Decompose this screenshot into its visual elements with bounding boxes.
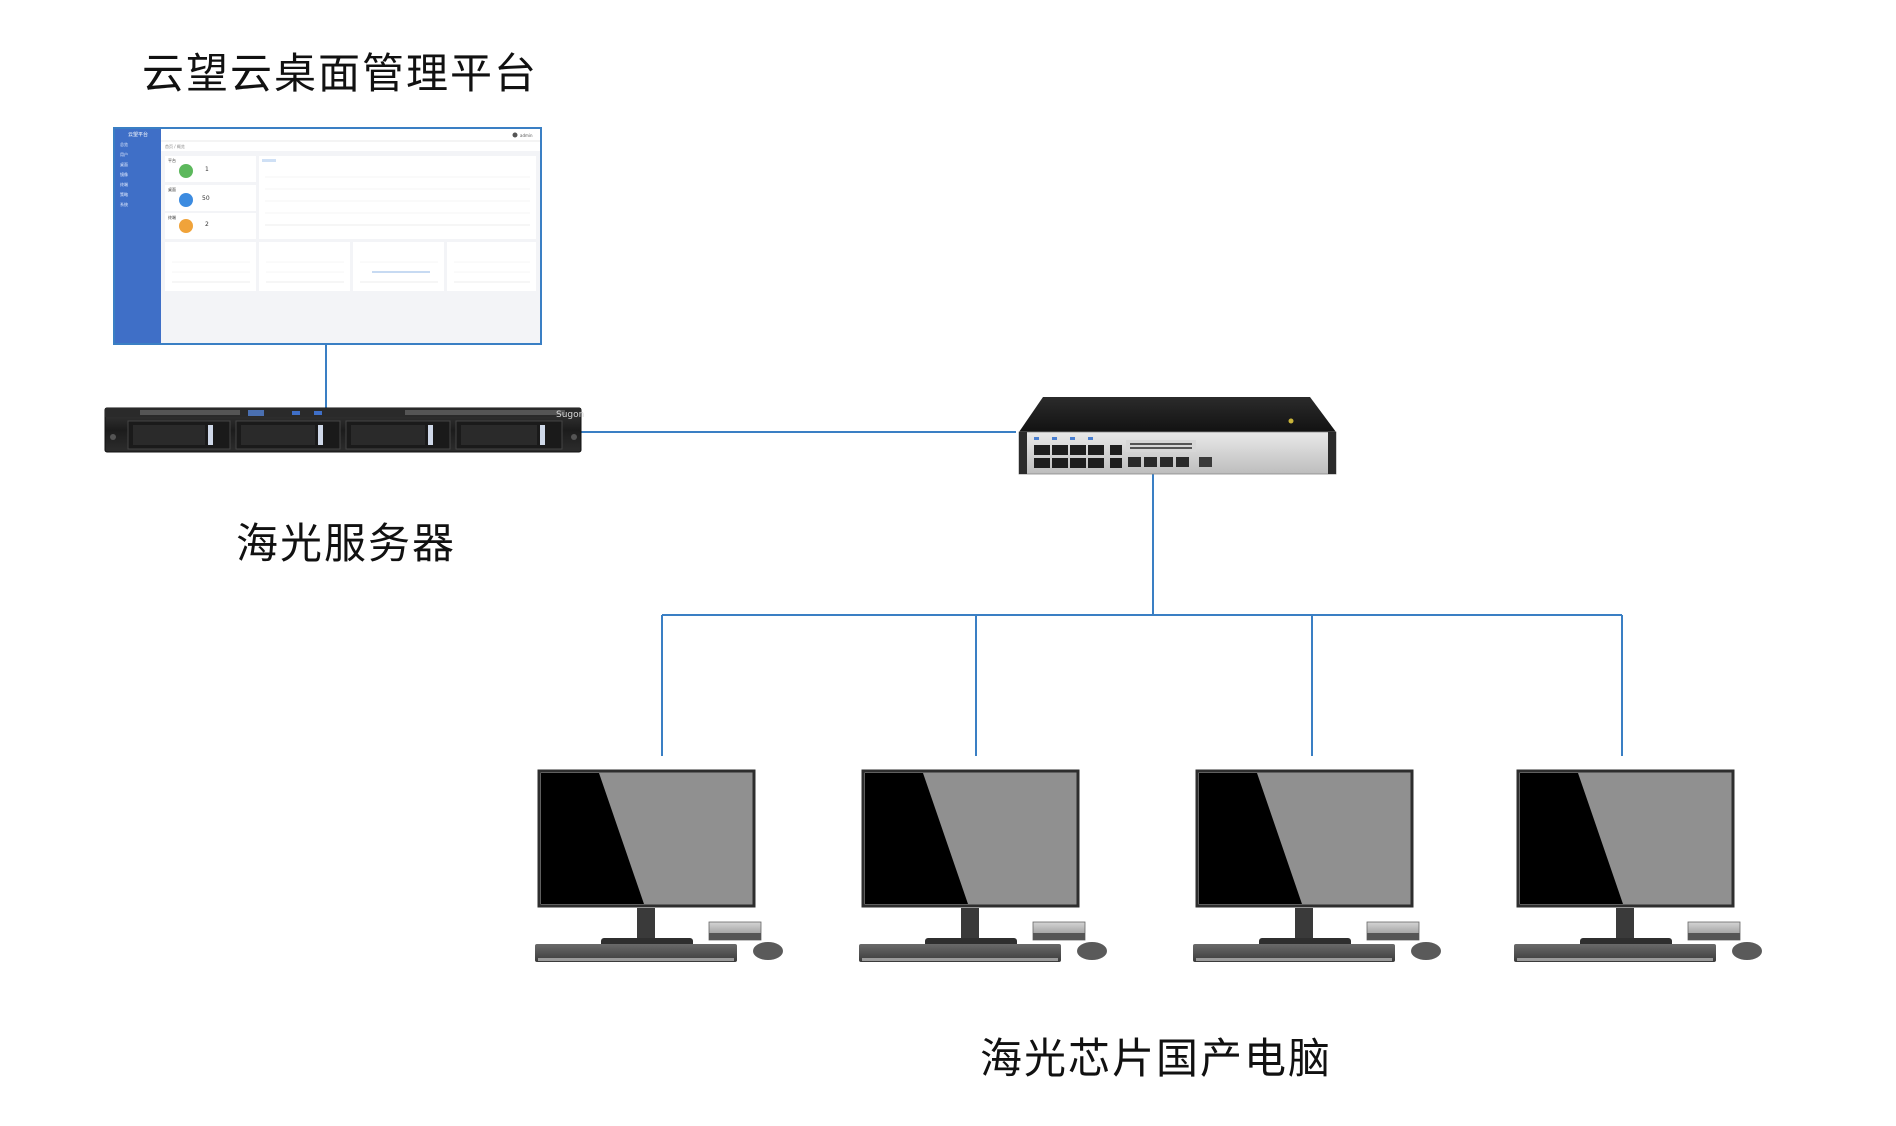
mini-pc-icon: [1032, 921, 1086, 941]
sidebar-item: 镜像: [120, 171, 128, 177]
server-caption: 海光服务器: [236, 519, 457, 568]
uplink-port-block: [1110, 445, 1122, 468]
mini-pc-icon: [1366, 921, 1420, 941]
keyboard-icon: [1514, 944, 1716, 962]
platform-user: admin: [520, 133, 533, 138]
vga-port-icon: [248, 410, 264, 416]
desktop-icon: [179, 193, 193, 207]
overview-chart-panel: [259, 156, 536, 239]
platform-sidebar: [115, 129, 161, 343]
status-led-grid: [1126, 440, 1196, 452]
drive-bay: [345, 420, 451, 450]
stat-card: 桌面 50: [165, 185, 256, 211]
mini-chart-panel: [447, 242, 536, 291]
mini-chart-panel: [353, 242, 444, 291]
mouse-icon: [753, 942, 783, 960]
mouse-icon: [1732, 942, 1762, 960]
sidebar-title: 云望平台: [128, 131, 148, 138]
connection-lines: [325, 345, 1623, 756]
svg-text:2: 2: [205, 221, 209, 228]
stat-card: 平台 1: [165, 156, 256, 182]
keyboard-icon: [859, 944, 1061, 962]
mouse-icon: [1411, 942, 1441, 960]
monitor-stand: [961, 908, 979, 940]
sidebar-item: 策略: [120, 191, 128, 197]
sidebar-item: 终端: [120, 181, 128, 187]
mini-pc-icon: [1687, 921, 1741, 941]
sidebar-item: 用户: [120, 151, 128, 157]
desktop-pc: [1514, 769, 1762, 962]
monitor-stand: [1295, 908, 1313, 940]
terminal-icon: [179, 219, 193, 233]
network-switch: [1018, 397, 1337, 475]
keyboard-icon: [1193, 944, 1395, 962]
keyboard-icon: [535, 944, 737, 962]
platform-caption: 云望云桌面管理平台: [142, 49, 539, 98]
rack-ear-screw: [110, 434, 116, 440]
mini-chart-panel: [165, 242, 256, 291]
drive-bay: [127, 420, 231, 450]
sidebar-item: 系统: [120, 201, 128, 207]
sfp-port-block: [1128, 457, 1189, 467]
drive-bay: [455, 420, 563, 450]
desktop-pc: [535, 769, 783, 962]
ethernet-port-block: [1034, 445, 1104, 468]
cloud-icon: [179, 164, 193, 178]
server-brand: Sugon: [556, 410, 584, 420]
svg-text:平台: 平台: [168, 157, 176, 163]
svg-text:桌面: 桌面: [168, 186, 176, 192]
drive-bay: [235, 420, 341, 450]
clients-caption: 海光芯片国产电脑: [980, 1034, 1333, 1083]
svg-text:50: 50: [202, 195, 210, 202]
mini-chart-panel: [259, 242, 350, 291]
sidebar-item: 总览: [120, 141, 128, 147]
console-port-icon: [1199, 457, 1212, 467]
sidebar-item: 桌面: [120, 161, 128, 167]
mouse-icon: [1077, 942, 1107, 960]
platform-screenshot: 云望平台 总览 用户 桌面 镜像 终端 策略 系统 admin 首页 / 概览 …: [113, 127, 542, 345]
desktop-pc: [1193, 769, 1441, 962]
stat-card: 终端 2: [165, 213, 256, 239]
power-led-icon: [1288, 418, 1294, 424]
platform-breadcrumb: 首页 / 概览: [165, 143, 185, 149]
monitor-stand: [637, 908, 655, 940]
rack-ear-screw: [571, 434, 577, 440]
rack-server: Sugon: [104, 407, 584, 453]
monitor-stand: [1616, 908, 1634, 940]
desktop-pc: [859, 769, 1107, 962]
svg-text:1: 1: [205, 166, 209, 173]
svg-text:终端: 终端: [168, 214, 176, 220]
mini-pc-icon: [708, 921, 762, 941]
platform-topbar: [161, 129, 540, 141]
